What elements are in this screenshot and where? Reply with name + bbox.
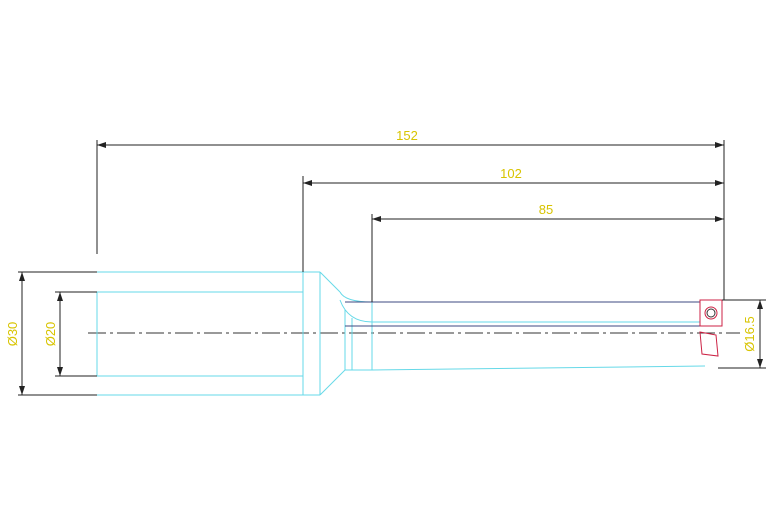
flute-outline — [371, 301, 706, 371]
dim-overall-length: 152 — [396, 128, 418, 143]
dim-cutting-diameter: Ø16.5 — [742, 316, 757, 351]
insert-screw-icon — [706, 308, 716, 318]
dim-bore-diameter: Ø20 — [43, 322, 58, 347]
dimension-lines — [18, 140, 766, 396]
cutting-insert — [699, 299, 723, 357]
neck-outline — [319, 271, 373, 396]
dim-shank-diameter: Ø30 — [5, 322, 20, 347]
dim-flute-start-length: 102 — [500, 166, 522, 181]
shank-outline — [22, 271, 320, 396]
dim-flute-length: 85 — [539, 202, 553, 217]
dimension-arrows — [19, 142, 763, 395]
